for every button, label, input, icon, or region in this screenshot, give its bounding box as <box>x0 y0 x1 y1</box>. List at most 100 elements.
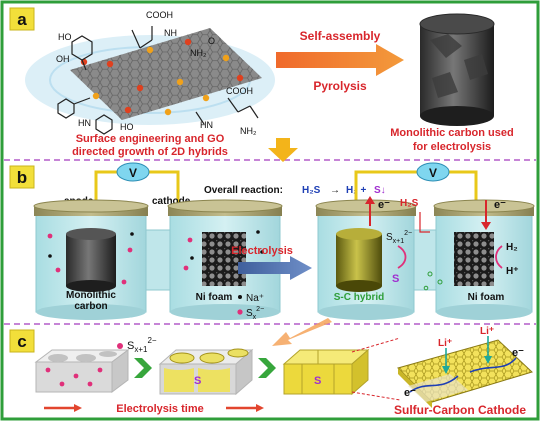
left-wire-cathode <box>146 170 180 206</box>
reaction-reactant: H₂S <box>302 185 321 196</box>
left-wire-anode <box>94 170 120 206</box>
right-wire-anode <box>354 170 420 206</box>
caption-right-line2: for electrolysis <box>413 141 491 153</box>
li-ion-arrowhead-2 <box>484 356 492 364</box>
chevron-right-icon <box>134 358 152 378</box>
down-arrow <box>268 138 298 162</box>
functional-group-atoms <box>80 38 244 116</box>
zoom-line-bottom <box>351 391 401 401</box>
sulfur-carbon-cathode-label: Sulfur-Carbon Cathode <box>394 403 526 417</box>
h2s-inlet-label: H₂S <box>400 198 419 209</box>
panel-c-label: c <box>17 332 26 351</box>
electron-arrowhead-right <box>481 222 491 230</box>
li-ion-label-2: Li⁺ <box>480 326 494 337</box>
sulfur-right-label: S <box>314 375 321 387</box>
h2-product-label: H₂ <box>506 242 518 253</box>
sx-legend-marker <box>237 309 243 315</box>
time-arrowhead-left <box>74 404 82 412</box>
right-wire-cathode <box>446 170 478 206</box>
panel-a-label: a <box>17 10 27 29</box>
electron-path-1 <box>409 375 459 393</box>
caption-left-line1: Surface engineering and GO <box>76 133 225 145</box>
caption-right-line1: Monolithic carbon used <box>390 127 513 139</box>
sc-hybrid-label: S-C hybrid <box>334 292 385 303</box>
li-ion-label-1: Li⁺ <box>438 338 452 349</box>
empty-carbon-block <box>34 349 130 393</box>
ni-foam-right <box>454 232 494 286</box>
electron-path-2 <box>469 357 517 373</box>
polysulfide-conversion-arrow <box>397 245 407 269</box>
return-arrow <box>272 318 332 346</box>
caption-left-line2: directed growth of 2D hybrids <box>72 146 228 158</box>
electron-label-right: e⁻ <box>494 199 506 211</box>
group-label: HN <box>200 120 213 130</box>
group-label: HO <box>120 122 134 132</box>
group-label: NH₂ <box>240 126 257 136</box>
pyrolysis-label: Pyrolysis <box>313 79 367 93</box>
electrolysis-arrow <box>238 256 312 280</box>
overall-reaction-label: Overall reaction: <box>204 185 283 196</box>
hydrogen-evolution-arrow <box>495 245 503 269</box>
group-label: O <box>208 36 215 46</box>
gas-bubbles <box>423 271 443 291</box>
anode-carbon-cylinder <box>66 228 116 292</box>
group-label: HN <box>78 118 91 128</box>
graphene-lattice <box>70 28 262 120</box>
time-arrowhead-right <box>256 404 264 412</box>
polysulfide-marker <box>117 343 123 349</box>
electrolysis-label: Electrolysis <box>231 245 293 257</box>
polysulfide-legend: Sx+12− <box>127 336 157 354</box>
panel-c: c Sx+12− S <box>9 326 533 417</box>
group-label: HO <box>58 32 72 42</box>
group-label: NH <box>164 28 177 38</box>
filled-sulfur-block <box>282 348 370 396</box>
reaction-arrow: → <box>330 185 340 196</box>
partially-filled-block <box>158 348 254 396</box>
cathode-label: cathode <box>152 196 191 207</box>
electron-label-1: e⁻ <box>404 387 416 399</box>
sulfur-carbon-sheet <box>397 339 533 408</box>
electrolysis-time-label: Electrolysis time <box>116 403 203 415</box>
ni-foam-label: Ni foam <box>196 292 233 303</box>
panel-b: b V anode cathode Monolithic carbon <box>9 162 535 346</box>
left-voltmeter <box>116 162 150 182</box>
chevron-right-icon <box>258 358 276 378</box>
sx-legend-label: Sx2− <box>246 306 264 321</box>
electron-label-left: e⁻ <box>378 199 390 211</box>
zoom-line-top <box>351 337 401 353</box>
hplus-label: H⁺ <box>506 266 519 277</box>
monolithic-carbon-label-2: carbon <box>74 301 107 312</box>
right-voltmeter-label: V <box>429 166 437 180</box>
self-assembly-label: Self-assembly <box>300 29 381 43</box>
electron-arrowhead-left <box>365 196 375 204</box>
sulfur-product-label: S <box>392 273 399 285</box>
group-label: OH <box>56 54 70 64</box>
panel-b-label-box <box>9 165 35 189</box>
monolithic-carbon-label-1: Monolithic <box>66 290 116 301</box>
h2s-inlet-tube <box>419 212 430 233</box>
panel-c-label-box <box>9 329 35 353</box>
polysulfide-label: Sx+12− <box>386 230 412 245</box>
panel-a: a HO OH <box>9 7 514 162</box>
group-label: NH₂ <box>190 48 207 58</box>
li-ion-arrowhead-1 <box>442 366 450 374</box>
reaction-sulfur: S↓ <box>374 185 386 196</box>
amine-phenol-molecules <box>57 26 259 135</box>
self-assembly-arrow <box>276 44 404 76</box>
electron-label-2: e⁻ <box>512 347 524 359</box>
ni-foam-cathode <box>202 232 246 286</box>
group-label: COOH <box>146 10 173 20</box>
sc-hybrid-cylinder <box>336 228 382 292</box>
panel-a-label-box <box>9 7 35 31</box>
monolithic-carbon-cylinder <box>419 13 495 126</box>
ni-foam-right-label: Ni foam <box>468 292 505 303</box>
panel-b-label: b <box>17 168 27 187</box>
na-legend-marker <box>238 295 242 299</box>
sulfur-mid-label: S <box>194 375 201 387</box>
left-voltmeter-label: V <box>129 166 137 180</box>
ion-dots <box>47 230 264 285</box>
group-label: COOH <box>226 86 253 96</box>
na-legend-label: Na⁺ <box>246 293 264 304</box>
